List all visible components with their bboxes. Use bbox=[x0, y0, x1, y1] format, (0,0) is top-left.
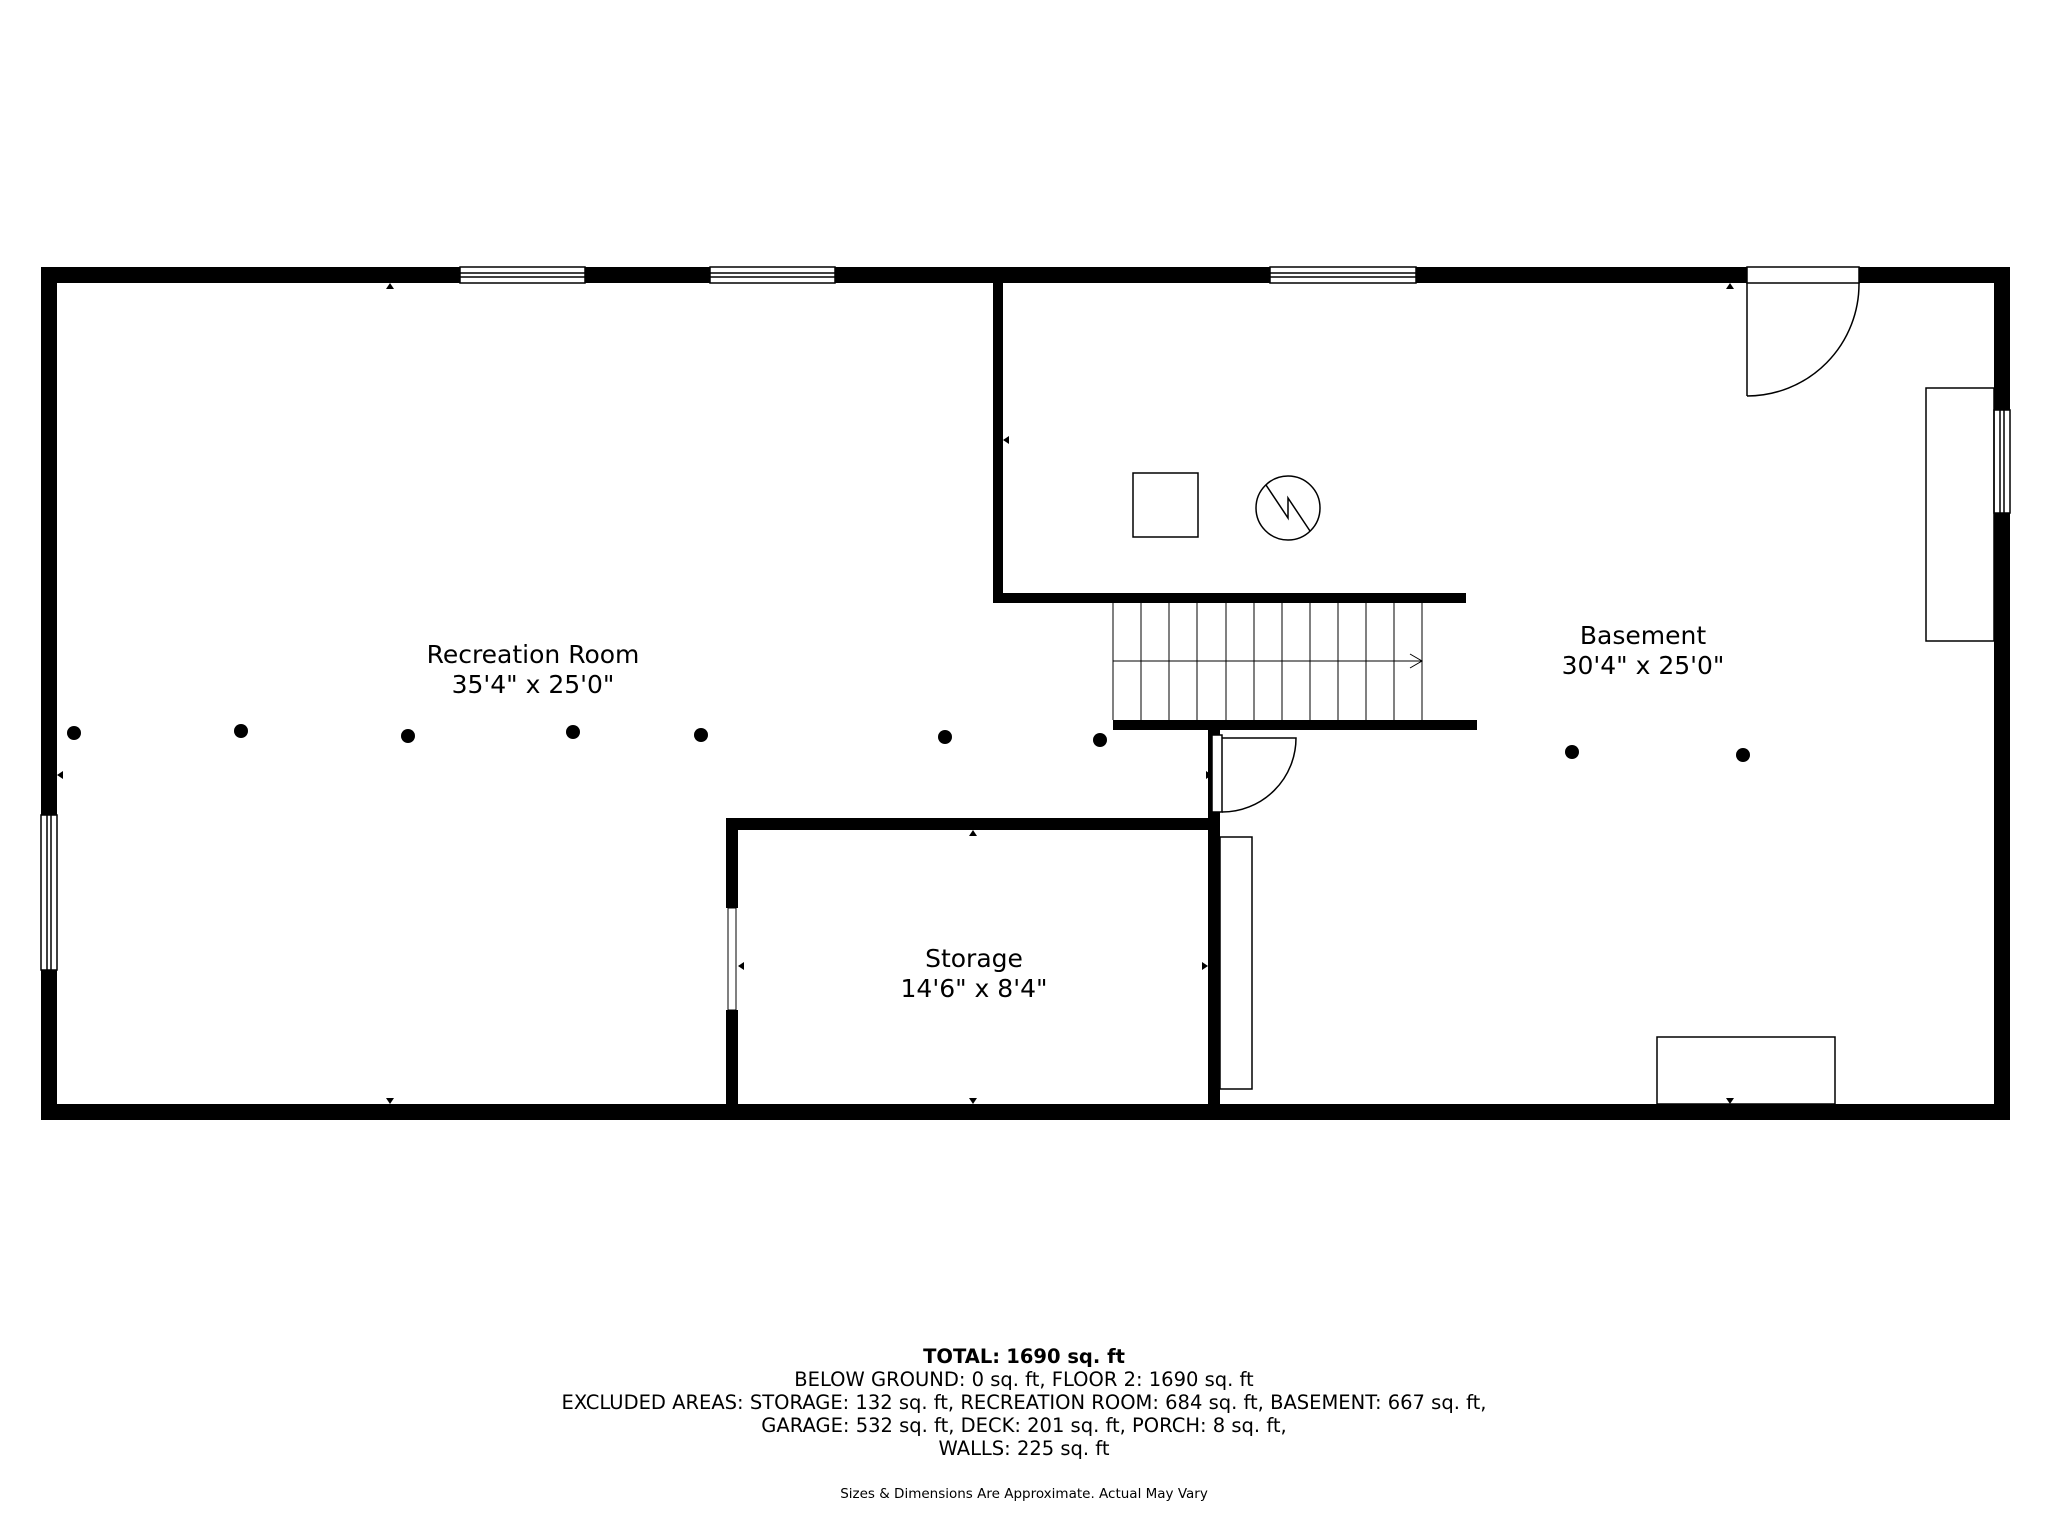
interior-door-swing bbox=[1221, 737, 1297, 813]
total-label: TOTAL: bbox=[923, 1345, 1001, 1368]
wall-stair-top bbox=[993, 593, 1466, 603]
wall-right bbox=[1994, 267, 2010, 1120]
wall-bottom bbox=[41, 1104, 2010, 1120]
window-left bbox=[40, 814, 58, 971]
window-top-2 bbox=[709, 266, 836, 284]
summary-line: WALLS: 225 sq. ft bbox=[938, 1437, 1110, 1460]
window-top-1 bbox=[459, 266, 586, 284]
storage-doorway-jamb bbox=[727, 907, 737, 1011]
column bbox=[694, 728, 708, 742]
arrow-right-icon bbox=[1409, 653, 1423, 669]
wall-storage-right bbox=[1208, 730, 1220, 1108]
dimension-markers bbox=[57, 283, 1734, 1104]
column bbox=[938, 730, 952, 744]
disclaimer: Sizes & Dimensions Are Approximate. Actu… bbox=[840, 1486, 1208, 1502]
exterior-door-opening bbox=[1746, 266, 1860, 284]
column bbox=[401, 729, 415, 743]
exterior-door-swing bbox=[1746, 282, 1860, 397]
wall-storage-top bbox=[726, 818, 1218, 830]
wall-stair-bottom bbox=[1113, 720, 1477, 730]
column bbox=[566, 725, 580, 739]
room-name-storage: Storage bbox=[925, 944, 1023, 973]
summary-line: GARAGE: 532 sq. ft, DECK: 201 sq. ft, PO… bbox=[761, 1414, 1287, 1437]
area-summary: TOTAL: 1690 sq. ft BELOW GROUND: 0 sq. f… bbox=[0, 1345, 2048, 1460]
counter-bottom bbox=[1656, 1036, 1836, 1105]
openings bbox=[725, 266, 1860, 1011]
fixtures bbox=[1132, 387, 1995, 1105]
interior-door-opening bbox=[1211, 734, 1223, 813]
wall-divider-vertical bbox=[993, 283, 1003, 603]
support-columns bbox=[67, 724, 1750, 762]
shelf-storage-right bbox=[1219, 836, 1253, 1090]
furnace-icon bbox=[1255, 475, 1321, 541]
water-heater-icon bbox=[1132, 472, 1199, 538]
windows bbox=[40, 266, 2011, 971]
room-dims-basement: 30'4" x 25'0" bbox=[1562, 651, 1725, 680]
column bbox=[1093, 733, 1107, 747]
wall-left bbox=[41, 267, 57, 1120]
column bbox=[1736, 748, 1750, 762]
interior-walls bbox=[726, 283, 1477, 1108]
room-dims-storage: 14'6" x 8'4" bbox=[901, 974, 1048, 1003]
wall-top bbox=[41, 267, 2010, 283]
total-line: TOTAL: 1690 sq. ft bbox=[0, 1345, 2048, 1368]
room-dims-recreation-room: 35'4" x 25'0" bbox=[452, 670, 615, 699]
summary-line: EXCLUDED AREAS: STORAGE: 132 sq. ft, REC… bbox=[561, 1391, 1487, 1414]
staircase bbox=[1112, 603, 1423, 720]
column bbox=[67, 726, 81, 740]
summary-line: BELOW GROUND: 0 sq. ft, FLOOR 2: 1690 sq… bbox=[794, 1368, 1254, 1391]
room-name-recreation-room: Recreation Room bbox=[427, 640, 640, 669]
column bbox=[1565, 745, 1579, 759]
window-right bbox=[1993, 409, 2011, 514]
column bbox=[234, 724, 248, 738]
shelf-right-wall bbox=[1925, 387, 1995, 642]
room-name-basement: Basement bbox=[1580, 621, 1706, 650]
total-value: 1690 sq. ft bbox=[1006, 1345, 1125, 1368]
window-top-3 bbox=[1269, 266, 1417, 284]
